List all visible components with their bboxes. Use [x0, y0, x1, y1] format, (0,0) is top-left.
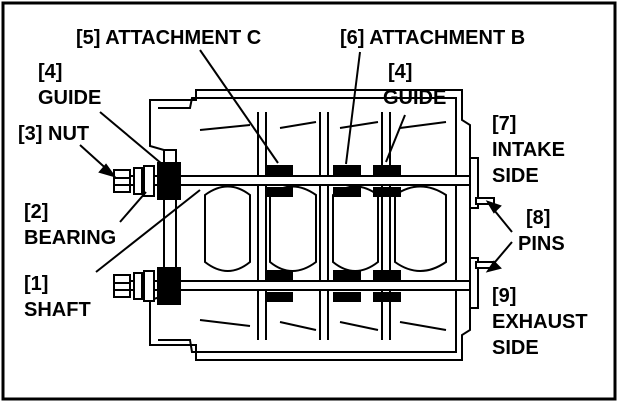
- upper-washer: [133, 167, 143, 195]
- leader-guide-left: [99, 111, 163, 165]
- label-exhaust-word2: SIDE: [492, 337, 539, 359]
- bore-3: [332, 185, 379, 272]
- lower-end-plate: [469, 257, 479, 309]
- leader-pins-upper-arrow: [485, 200, 502, 214]
- leader-shaft: [95, 189, 201, 273]
- label-attachment-c: [5] ATTACHMENT C: [76, 27, 261, 49]
- label-pins-num: [8]: [526, 207, 550, 229]
- leader-attachment-c: [199, 49, 279, 164]
- lower-bearing: [143, 270, 155, 302]
- label-bearing-num: [2]: [24, 201, 48, 223]
- bulkhead-2: [319, 112, 329, 340]
- bore-2: [269, 185, 317, 272]
- bore-1: [204, 185, 251, 272]
- bulkhead-3: [381, 112, 391, 340]
- block-rib-bottom: [199, 319, 447, 331]
- label-guide-right-word: GUIDE: [383, 87, 446, 109]
- upper-attachment-b1-bottom: [333, 187, 361, 197]
- label-intake-word2: SIDE: [492, 165, 539, 187]
- lower-washer: [133, 272, 143, 300]
- upper-attachment-b2-top: [373, 165, 401, 175]
- label-attachment-b: [6] ATTACHMENT B: [340, 27, 525, 49]
- lower-shaft-assembly: [113, 257, 495, 309]
- label-shaft-word: SHAFT: [24, 299, 91, 321]
- leader-bearing: [119, 191, 147, 223]
- lower-attachment-b2-top: [373, 270, 401, 280]
- lower-attachment-c-top: [265, 270, 293, 280]
- lower-nut: [113, 274, 131, 298]
- label-intake-num: [7]: [492, 113, 516, 135]
- cylinder-block: [149, 89, 471, 361]
- lower-attachment-c-bottom: [265, 292, 293, 302]
- leader-guide-right: [385, 114, 406, 163]
- callout-labels: [5] ATTACHMENT C [6] ATTACHMENT B [4] GU…: [18, 27, 588, 359]
- leader-attachment-b-1: [345, 51, 361, 165]
- label-pins-word: PINS: [518, 233, 565, 255]
- upper-attachment-b1-top: [333, 165, 361, 175]
- label-exhaust-word1: EXHAUST: [492, 311, 588, 333]
- block-outline: [149, 89, 471, 361]
- upper-attachment-c-bottom: [265, 187, 293, 197]
- bore-4: [394, 185, 447, 272]
- upper-attachment-c-top: [265, 165, 293, 175]
- block-rib-top: [199, 121, 447, 131]
- lower-attachment-b2-bottom: [373, 292, 401, 302]
- upper-end-plate: [469, 157, 479, 209]
- label-nut: [3] NUT: [18, 123, 89, 145]
- upper-bearing: [143, 165, 155, 197]
- upper-nut: [113, 169, 131, 193]
- upper-shaft-assembly: [113, 157, 495, 209]
- label-intake-word1: INTAKE: [492, 139, 565, 161]
- upper-attachment-b2-bottom: [373, 187, 401, 197]
- label-exhaust-num: [9]: [492, 285, 516, 307]
- upper-pin: [475, 197, 495, 205]
- label-guide-left-num: [4]: [38, 61, 62, 83]
- upper-guide-left: [157, 162, 181, 200]
- leader-lines: [79, 49, 513, 273]
- label-guide-right-num: [4]: [388, 61, 412, 83]
- leader-pins-lower-arrow: [485, 260, 502, 273]
- block-inner-outline: [158, 97, 457, 353]
- leader-nut-arrow: [98, 163, 117, 178]
- lower-guide-left: [157, 267, 181, 305]
- label-guide-left-word: GUIDE: [38, 87, 101, 109]
- lower-attachment-b1-bottom: [333, 292, 361, 302]
- lower-attachment-b1-top: [333, 270, 361, 280]
- label-shaft-num: [1]: [24, 273, 48, 295]
- bulkhead-1: [257, 112, 267, 340]
- label-bearing-word: BEARING: [24, 227, 116, 249]
